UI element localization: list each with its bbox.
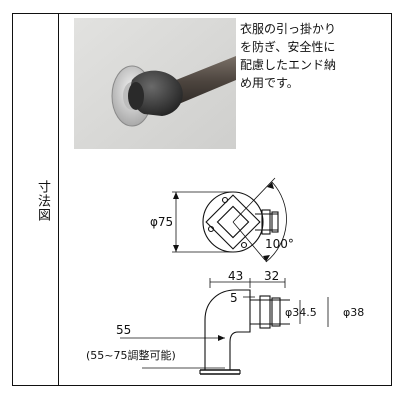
end-cap-elbow — [130, 70, 183, 116]
bolt-hole — [207, 225, 215, 233]
dim-55: 55 — [116, 323, 131, 337]
spec-frame — [12, 13, 392, 386]
dim-phi345: φ34.5 — [285, 306, 317, 319]
column-divider — [58, 13, 59, 386]
note-line: 衣服の引っ掛かり — [240, 22, 337, 36]
dim-43: 43 — [228, 269, 243, 283]
dim-angle100: 100° — [265, 237, 294, 251]
pipe-ring — [271, 211, 279, 233]
description-note: 衣服の引っ掛かり を防ぎ、安全性に 配慮したエンド納 め用です。 — [240, 20, 390, 92]
note-line: 配慮したエンド納 — [240, 58, 337, 72]
flange-circle — [202, 191, 264, 253]
side-view — [120, 278, 329, 375]
dim-5: 5 — [230, 291, 238, 305]
pipe-ring — [259, 295, 271, 329]
dim-phi75: φ75 — [150, 215, 173, 229]
note-line: を防ぎ、安全性に — [240, 40, 336, 54]
dim-phi38: φ38 — [343, 306, 364, 319]
dimension-drawing: φ75 100° 43 32 5 55 (55~75調整可能) φ34.5 φ3… — [86, 177, 364, 375]
pipe-ring — [271, 297, 281, 327]
end-cap-base — [128, 82, 144, 110]
cap-outline — [205, 194, 261, 250]
side-label: 寸法図 — [35, 180, 50, 222]
dim-range: (55~75調整可能) — [86, 348, 176, 362]
pipe-ring — [261, 209, 271, 235]
note-line: め用です。 — [240, 76, 299, 90]
top-view — [172, 177, 287, 263]
product-photo — [74, 18, 236, 149]
bolt-hole — [240, 241, 248, 249]
dim-32: 32 — [264, 269, 279, 283]
rail-bar — [166, 56, 236, 106]
elbow-outline — [204, 289, 251, 370]
bolt-hole — [221, 196, 229, 204]
product-photo-svg — [74, 18, 236, 149]
